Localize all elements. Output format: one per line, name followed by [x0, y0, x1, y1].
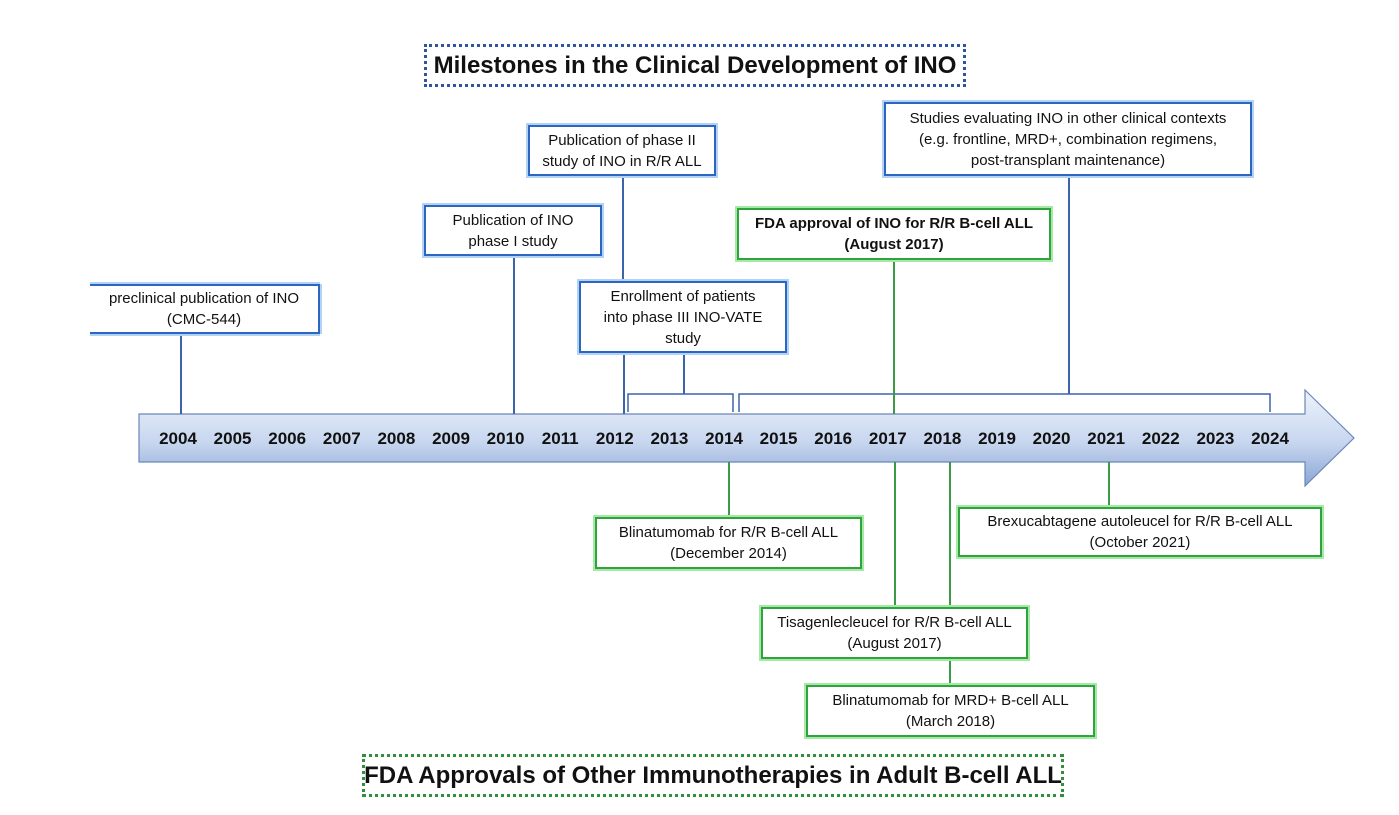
ino-milestones-heading: Milestones in the Clinical Development o…	[424, 44, 966, 87]
milestone-preclinical-line2: (CMC-544)	[166, 311, 242, 328]
milestone-fda-line1: FDA approval of INO for R/R B-cell ALL	[754, 215, 1034, 232]
connector-phase3	[683, 353, 685, 394]
year-label-2005: 2005	[213, 429, 252, 448]
milestone-fda-line2: (August 2017)	[844, 236, 944, 253]
milestone-fda-approval-ino: FDA approval of INO for R/R B-cell ALL (…	[737, 208, 1051, 260]
milestone-phase1-publication: Publication of INO phase I study	[424, 205, 602, 256]
milestone-contexts-line3: post-transplant maintenance)	[970, 151, 1166, 169]
milestone-contexts-line1: Studies evaluating INO in other clinical…	[909, 109, 1227, 127]
milestone-phase2-line1: Publication of phase II	[548, 131, 696, 149]
approval-brexu-line1: Brexucabtagene autoleucel for R/R B-cell…	[987, 513, 1293, 530]
milestone-preclinical-line1: preclinical publication of INO	[108, 290, 300, 307]
year-label-2014: 2014	[705, 429, 743, 448]
approval-blina-mrd-line2: (March 2018)	[905, 713, 996, 730]
approval-brexucabtagene: Brexucabtagene autoleucel for R/R B-cell…	[958, 507, 1322, 557]
year-label-2007: 2007	[322, 429, 361, 448]
approval-blinatumomab-rr: Blinatumomab for R/R B-cell ALL (Decembe…	[595, 517, 862, 569]
approval-tisagenlecleucel: Tisagenlecleucel for R/R B-cell ALL (Aug…	[761, 607, 1028, 659]
approval-tisa-line2: (August 2017)	[847, 635, 942, 652]
year-label-2013: 2013	[650, 429, 689, 448]
approval-blina-mrd-line1: Blinatumomab for MRD+ B-cell ALL	[832, 692, 1069, 709]
year-label-2019: 2019	[978, 429, 1016, 448]
milestone-phase3-line2: into phase III INO-VATE	[603, 308, 763, 326]
year-label-2010: 2010	[486, 429, 525, 448]
milestone-other-contexts: Studies evaluating INO in other clinical…	[884, 102, 1252, 176]
year-label-2020: 2020	[1032, 429, 1071, 448]
approval-blina-rr-line1: Blinatumomab for R/R B-cell ALL	[618, 524, 839, 541]
year-label-2017: 2017	[868, 429, 907, 448]
connector-brexu	[1108, 462, 1110, 507]
year-label-2004: 2004	[159, 429, 197, 448]
milestone-phase3-enrollment: Enrollment of patients into phase III IN…	[579, 281, 787, 353]
connector-blina-mrd	[949, 462, 951, 685]
year-label-2015: 2015	[759, 429, 798, 448]
bracket-2014-2024	[738, 393, 1271, 412]
connector-other-contexts	[1068, 176, 1070, 394]
year-label-2008: 2008	[377, 429, 416, 448]
milestone-phase2-line2: study of INO in R/R ALL	[542, 152, 702, 170]
year-label-2016: 2016	[814, 429, 853, 448]
connector-tisa	[894, 462, 896, 607]
milestone-phase1-line2: phase I study	[468, 232, 558, 250]
milestone-phase1-line1: Publication of INO	[452, 211, 574, 229]
year-label-2009: 2009	[432, 429, 470, 448]
year-label-2011: 2011	[541, 429, 579, 448]
connector-blina-2014	[728, 462, 730, 517]
connector-preclinical	[180, 334, 182, 414]
milestone-preclinical: preclinical publication of INO (CMC-544)	[90, 284, 320, 334]
other-approvals-heading: FDA Approvals of Other Immunotherapies i…	[362, 754, 1064, 797]
year-label-2021: 2021	[1087, 429, 1126, 448]
approval-blinatumomab-mrd: Blinatumomab for MRD+ B-cell ALL (March …	[806, 685, 1095, 737]
year-label-2018: 2018	[923, 429, 962, 448]
year-label-2022: 2022	[1141, 429, 1180, 448]
connector-phase2	[622, 177, 624, 282]
approval-blina-rr-line2: (December 2014)	[670, 545, 787, 562]
milestone-phase3-line3: study	[665, 329, 701, 347]
year-label-2023: 2023	[1196, 429, 1235, 448]
approval-brexu-line2: (October 2021)	[1089, 534, 1191, 551]
milestone-phase3-line1: Enrollment of patients	[610, 287, 756, 305]
timeline-arrow-shape	[138, 388, 1355, 488]
approval-tisa-line1: Tisagenlecleucel for R/R B-cell ALL	[777, 614, 1012, 631]
connector-phase1	[513, 256, 515, 414]
milestone-phase2-publication: Publication of phase II study of INO in …	[528, 125, 716, 176]
bracket-2012-2014	[627, 393, 734, 412]
connector-phase2-lower	[623, 353, 625, 414]
year-label-2006: 2006	[268, 429, 307, 448]
connector-fda-ino	[893, 260, 895, 414]
milestone-contexts-line2: (e.g. frontline, MRD+, combination regim…	[918, 130, 1218, 148]
year-label-2024: 2024	[1251, 429, 1289, 448]
year-label-2012: 2012	[595, 429, 634, 448]
